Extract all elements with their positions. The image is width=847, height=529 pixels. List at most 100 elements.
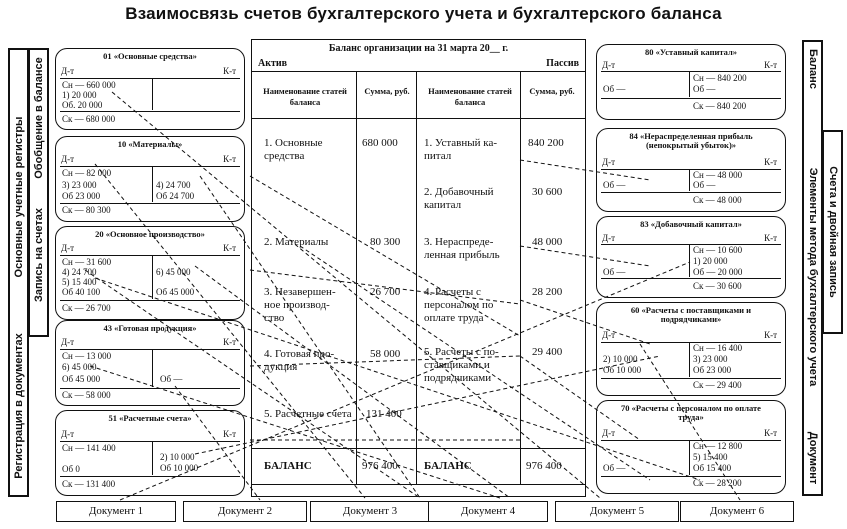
account-row: Об 45 000 — [62, 374, 101, 384]
document-5: Документ 5 — [555, 501, 679, 522]
passiv-row-sum: 30 600 — [532, 186, 563, 198]
document-1: Документ 1 — [56, 501, 176, 522]
credit-label: К-т — [764, 60, 777, 70]
aktiv-row-name: 2. Материалы — [264, 236, 329, 248]
passiv-row-sum: 48 000 — [532, 236, 563, 248]
account-row: 6) 45 000 — [62, 362, 97, 372]
account-row: Ск — 26 700 — [62, 303, 111, 313]
account-row: Ск — 58 000 — [62, 390, 111, 400]
balance-sheet: Баланс организации на 31 марта 20__ г. А… — [251, 39, 586, 497]
debit-label: Д-т — [602, 428, 616, 438]
account-row: Ск — 48 000 — [693, 195, 742, 205]
col-name-aktiv: Наименование статей баланса — [263, 86, 347, 107]
credit-label: К-т — [764, 233, 777, 243]
account-01: 01 «Основные средства» Д-т К-т Сн — 660 … — [55, 48, 245, 130]
passiv-row-sum: 29 400 — [532, 346, 563, 358]
passiv-row-sum: 840 200 — [528, 137, 564, 149]
debit-label: Д-т — [61, 66, 75, 76]
right-inner-label-box: Счета и двойная запись — [822, 130, 843, 334]
account-row: Об 23 000 — [693, 365, 732, 375]
account-row: Ск — 29 400 — [693, 380, 742, 390]
credit-label: К-т — [223, 66, 236, 76]
col-sum-aktiv: Сумма, руб. — [364, 86, 410, 96]
credit-label: К-т — [223, 154, 236, 164]
account-row: 1) 20 000 — [62, 90, 97, 100]
account-row: Ск — 80 300 — [62, 205, 111, 215]
account-80: 80 «Уставный капитал» Д-т К-т Об — Сн — … — [596, 44, 786, 120]
balance-heading: Баланс организации на 31 марта 20__ г. — [328, 43, 509, 54]
passiv-row-name: 2. Добавочный капитал — [424, 186, 494, 211]
account-row: Сн — 16 400 — [693, 343, 743, 353]
left-outer-label: Основные учетные регистры — [12, 116, 25, 278]
account-title: 10 «Материалы» — [117, 139, 183, 149]
account-60: 60 «Расчеты с поставщиками и подрядчикам… — [596, 302, 786, 396]
account-row: Об — — [693, 84, 716, 94]
account-row: Сн — 82 000 — [62, 168, 112, 178]
right-outer-mid-label: Элементы метода бухгалтерского учета — [806, 167, 819, 387]
account-credit-row: 4) 24 700 — [156, 180, 191, 190]
account-title: 20 «Основное производство» — [95, 229, 205, 239]
account-debit-row: Об 10 000 — [603, 365, 642, 375]
left-inner-label-box: Обобщение в балансе Запись на счетах — [28, 48, 49, 337]
account-row: Ск — 840 200 — [693, 101, 747, 111]
credit-label: К-т — [223, 243, 236, 253]
passiv-row-name: 3. Нераспреде-ленная прибыль — [424, 236, 500, 261]
account-row: Сн — 840 200 — [693, 73, 747, 83]
account-credit-row: 6) 45 000 — [156, 267, 191, 277]
account-credit-row: Об 24 700 — [156, 191, 195, 201]
account-row: Сн — 660 000 — [62, 80, 116, 90]
debit-label: Д-т — [602, 157, 616, 167]
aktiv-row-name: 3. Незавершен-ное производ-ство — [264, 286, 336, 324]
aktiv-row-sum: 26 700 — [370, 286, 401, 298]
account-row: Сн — 31 600 — [62, 257, 112, 267]
document-3: Документ 3 — [310, 501, 430, 522]
aktiv-row-name: 5. Расчетные счета — [264, 408, 352, 420]
credit-label: К-т — [223, 429, 236, 439]
aktiv-row-sum: 80 300 — [370, 236, 401, 248]
document-6: Документ 6 — [680, 501, 794, 522]
aktiv-label: Актив — [258, 58, 288, 69]
diagram-title: Взаимосвязь счетов бухгалтерского учета … — [125, 4, 722, 23]
credit-label: К-т — [223, 337, 236, 347]
debit-label: Д-т — [61, 243, 75, 253]
account-credit-row: Об — — [160, 374, 183, 384]
account-row: Об 40 100 — [62, 287, 101, 297]
account-row: 3) 23 000 — [693, 354, 728, 364]
account-20: 20 «Основное производство» Д-т К-т Сн — … — [55, 226, 245, 320]
aktiv-row-sum: 131 400 — [366, 408, 402, 420]
account-debit-row: Об — — [603, 84, 626, 94]
account-row: Об. 20 000 — [62, 100, 103, 110]
passiv-row-sum: 28 200 — [532, 286, 563, 298]
account-row: Ск — 680 000 — [62, 114, 116, 124]
account-43: 43 «Готовая продукция» Д-т К-т Сн — 13 0… — [55, 320, 245, 406]
account-row: Сн — 10 600 — [693, 245, 743, 255]
account-credit-row: 2) 10 000 — [160, 452, 195, 462]
account-row: Сн — 141 400 — [62, 443, 116, 453]
left-outer-label-box: Основные учетные регистры Регистрация в … — [8, 48, 29, 497]
credit-label: К-т — [764, 428, 777, 438]
document-4: Документ 4 — [428, 501, 548, 522]
account-title: 70 «Расчеты с персоналом по оплате труда… — [621, 403, 761, 422]
account-10: 10 «Материалы» Д-т К-т Сн — 82 000 3) 23… — [55, 136, 245, 222]
account-row: Ск — 28 200 — [693, 478, 742, 488]
right-outer-label-box: Баланс Элементы метода бухгалтерского уч… — [802, 40, 823, 496]
account-83: 83 «Добавочный капитал» Д-т К-т Об — Сн … — [596, 216, 786, 298]
total-label-aktiv: БАЛАНС — [264, 460, 312, 472]
passiv-row-name: 4. Расчеты с персоналом по оплате труда — [424, 286, 494, 324]
account-84: 84 «Нераспределенная прибыль (непокрытый… — [596, 128, 786, 212]
account-row: Сн — 13 000 — [62, 351, 112, 361]
account-row: Ск — 30 600 — [693, 281, 742, 291]
account-row: 1) 20 000 — [693, 256, 728, 266]
account-title: 80 «Уставный капитал» — [645, 47, 737, 57]
account-row: Сн — 48 000 — [693, 170, 743, 180]
debit-label: Д-т — [61, 154, 75, 164]
left-outer-bottom-label: Регистрация в документах — [12, 333, 25, 479]
account-title: 83 «Добавочный капитал» — [640, 219, 742, 229]
aktiv-row-sum: 58 000 — [370, 348, 401, 360]
right-outer-bottom-label: Документ — [806, 431, 819, 485]
debit-label: Д-т — [61, 337, 75, 347]
passiv-label: Пассив — [546, 58, 579, 69]
total-label-passiv: БАЛАНС — [424, 460, 472, 472]
account-row: 5) 15 400 — [62, 277, 97, 287]
credit-label: К-т — [764, 330, 777, 340]
